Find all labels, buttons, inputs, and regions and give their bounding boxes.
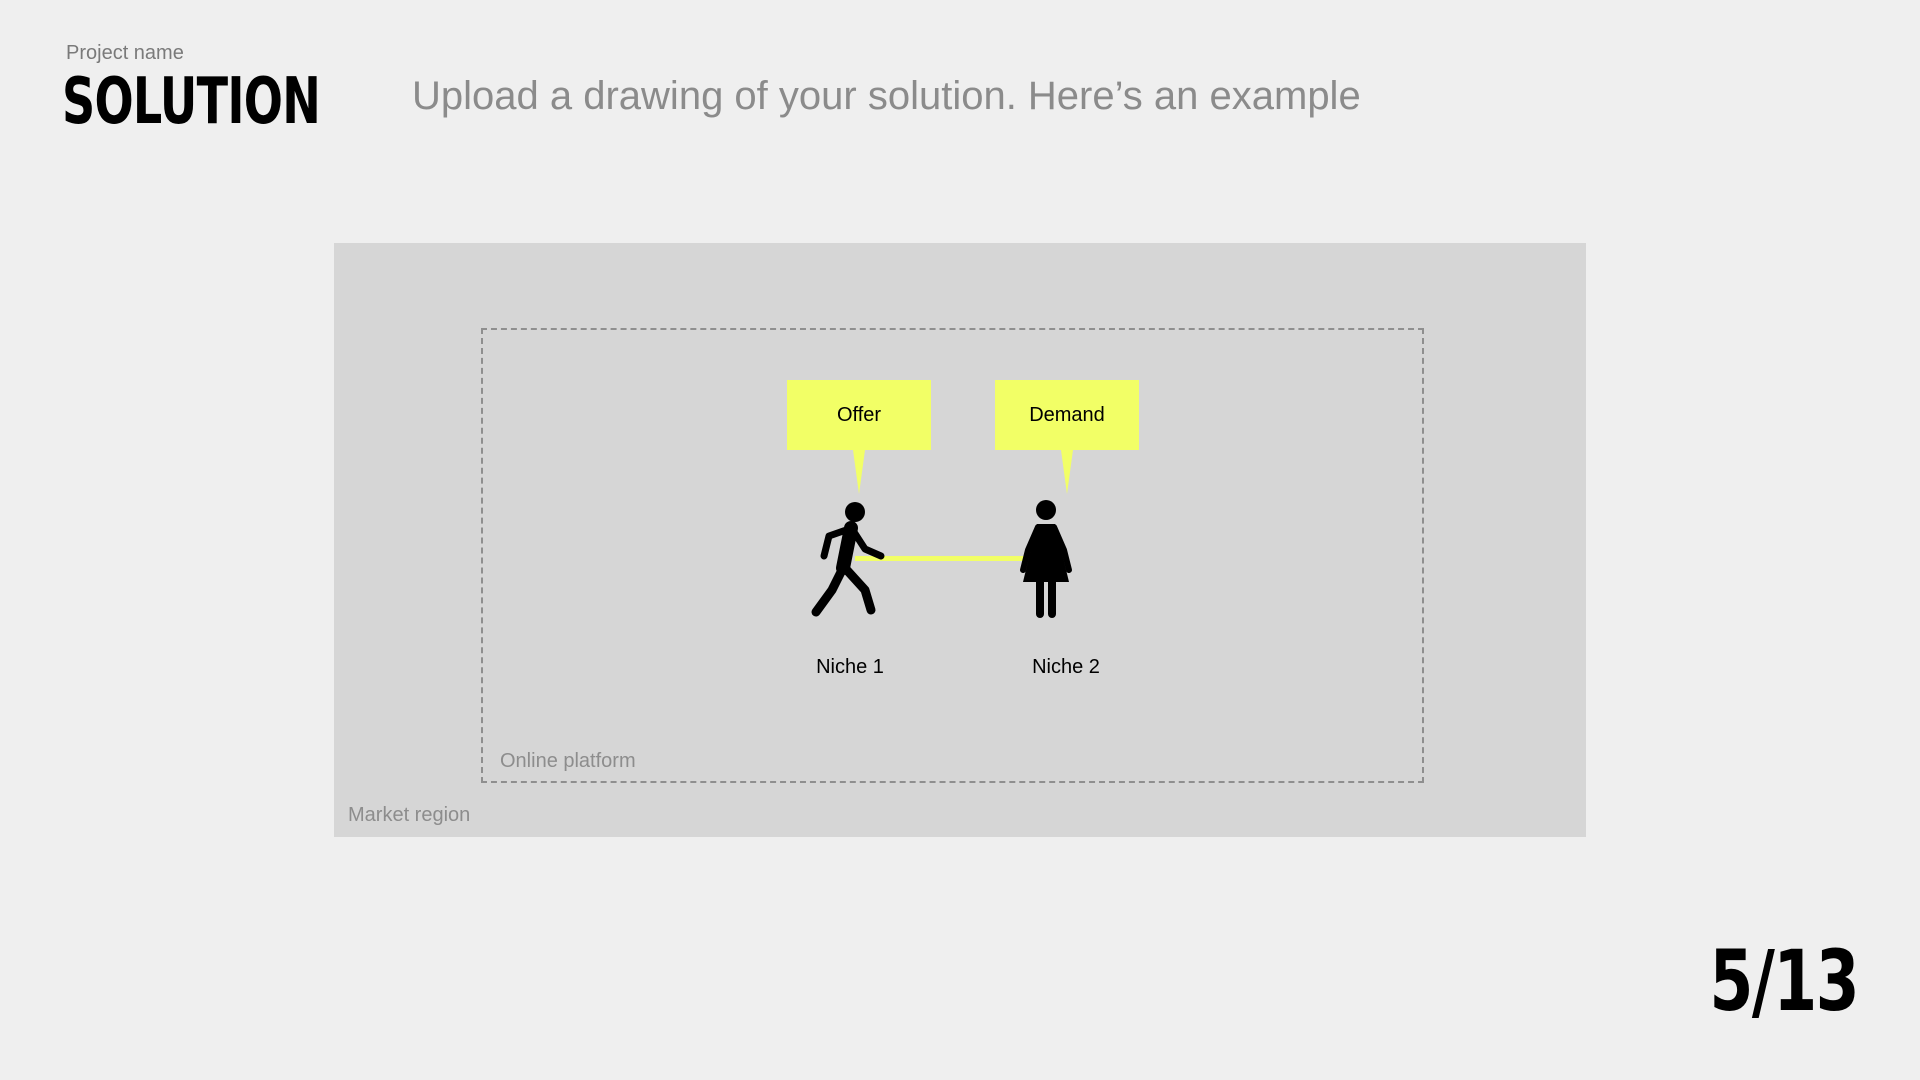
offer-bubble-label: Offer [836, 403, 882, 426]
market-region-label: Market region [348, 804, 471, 826]
demand-bubble: Demand [995, 380, 1139, 494]
online-platform: Offer Demand [481, 328, 1424, 783]
market-region: Offer Demand [334, 243, 1586, 837]
project-name: Project name [66, 42, 184, 64]
niche2-label: Niche 2 [1032, 656, 1100, 678]
demand-bubble-label: Demand [1029, 403, 1105, 426]
instruction-text: Upload a drawing of your solution. Here’… [412, 74, 1361, 118]
woman-icon [1020, 500, 1072, 618]
online-platform-label: Online platform [500, 750, 636, 772]
slide-title: SOLUTION [62, 65, 321, 139]
connection-line [855, 556, 1055, 561]
offer-bubble: Offer [787, 380, 931, 494]
niche1-label: Niche 1 [816, 656, 884, 678]
page-number: 5/13 [1709, 932, 1859, 1030]
walking-man-icon [811, 502, 885, 617]
